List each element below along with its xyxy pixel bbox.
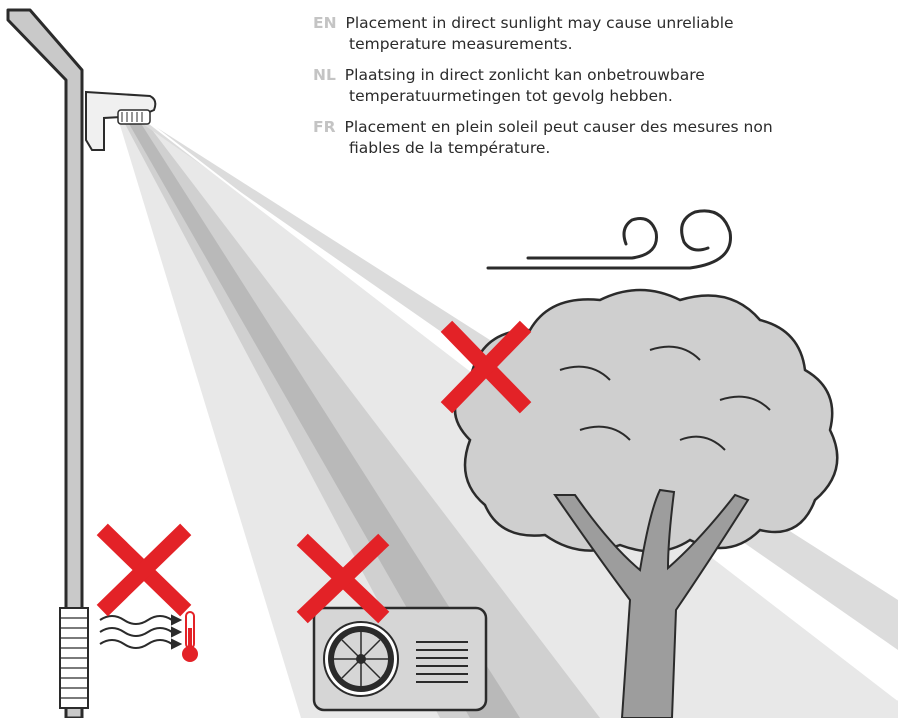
heat-waves-icon bbox=[99, 614, 183, 650]
red-cross-icon bbox=[296, 533, 390, 624]
note-nl-line1: Plaatsing in direct zonlicht kan onbetro… bbox=[344, 66, 705, 84]
wind-icon bbox=[486, 209, 732, 270]
note-nl: NL Plaatsing in direct zonlicht kan onbe… bbox=[313, 65, 833, 107]
air-conditioner-icon bbox=[312, 606, 488, 712]
lang-code-en: EN bbox=[313, 14, 337, 32]
wall-post bbox=[6, 8, 89, 718]
note-fr-line1: Placement en plein soleil peut causer de… bbox=[344, 118, 773, 136]
wall-sensor-icon bbox=[85, 90, 157, 151]
lang-code-fr: FR bbox=[313, 118, 336, 136]
placement-notes: EN Placement in direct sunlight may caus… bbox=[313, 13, 833, 169]
note-fr-line2: fiables de la température. bbox=[349, 139, 551, 157]
tree-icon bbox=[453, 288, 839, 718]
note-nl-line2: temperatuurmetingen tot gevolg hebben. bbox=[349, 87, 673, 105]
note-fr: FR Placement en plein soleil peut causer… bbox=[313, 117, 833, 159]
lang-code-nl: NL bbox=[313, 66, 336, 84]
note-en-line1: Placement in direct sunlight may cause u… bbox=[345, 14, 734, 32]
note-en: EN Placement in direct sunlight may caus… bbox=[313, 13, 833, 55]
note-en-line2: temperature measurements. bbox=[349, 35, 573, 53]
thermometer-icon bbox=[182, 611, 198, 662]
red-cross-icon bbox=[440, 320, 532, 414]
red-cross-icon bbox=[96, 523, 192, 617]
